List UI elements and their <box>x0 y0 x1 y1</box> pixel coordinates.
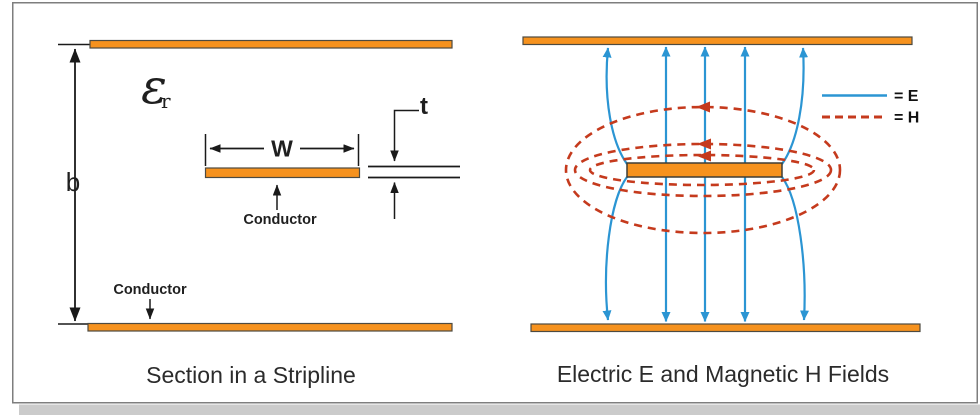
t-leader-upper <box>390 109 419 162</box>
bottom-shadow-band <box>19 404 980 415</box>
right-top-ground-plane <box>522 36 913 46</box>
h-field-loop-outer <box>564 105 842 235</box>
left-bottom-ground-plane <box>87 322 453 332</box>
bottom-conductor-label: Conductor <box>113 282 187 298</box>
dielectric-epsilon-subscript: r <box>161 89 171 113</box>
dielectric-epsilon-label: ε <box>141 59 167 115</box>
t-label: t <box>420 93 428 120</box>
h-arrow-inner <box>697 150 711 162</box>
h-field-loop-middle <box>573 142 833 198</box>
field-legend: = E = H <box>822 88 919 127</box>
legend-h-label: = H <box>894 110 919 127</box>
right-center-conductor <box>626 162 783 178</box>
left-center-conductor <box>204 167 361 179</box>
h-arrow-outer <box>696 101 710 113</box>
w-label: W <box>271 136 293 162</box>
b-label: b <box>66 167 80 197</box>
e-field-curve-lower-left <box>602 176 628 321</box>
fields-diagram: = E = H Electric E and Magnetic H Fields <box>522 36 921 387</box>
left-top-ground-plane <box>89 39 453 49</box>
h-field-loops <box>564 105 842 235</box>
center-conductor-label: Conductor <box>243 212 317 228</box>
figure-frame <box>12 2 978 404</box>
e-field-curve-upper-left <box>602 47 628 165</box>
e-field-lines <box>602 46 810 322</box>
left-caption: Section in a Stripline <box>146 362 356 388</box>
right-bottom-ground-plane <box>530 323 921 333</box>
h-arrow-middle <box>697 138 711 150</box>
right-caption: Electric E and Magnetic H Fields <box>557 361 889 387</box>
h-field-direction-arrows <box>696 101 711 162</box>
e-field-curve-lower-right <box>781 176 810 321</box>
e-field-curve-upper-right <box>781 47 809 165</box>
legend-e-label: = E <box>894 88 919 105</box>
stripline-section-diagram: b ε r W t Conductor Conductor Section in… <box>58 39 460 388</box>
h-field-loop-inner <box>588 153 816 187</box>
